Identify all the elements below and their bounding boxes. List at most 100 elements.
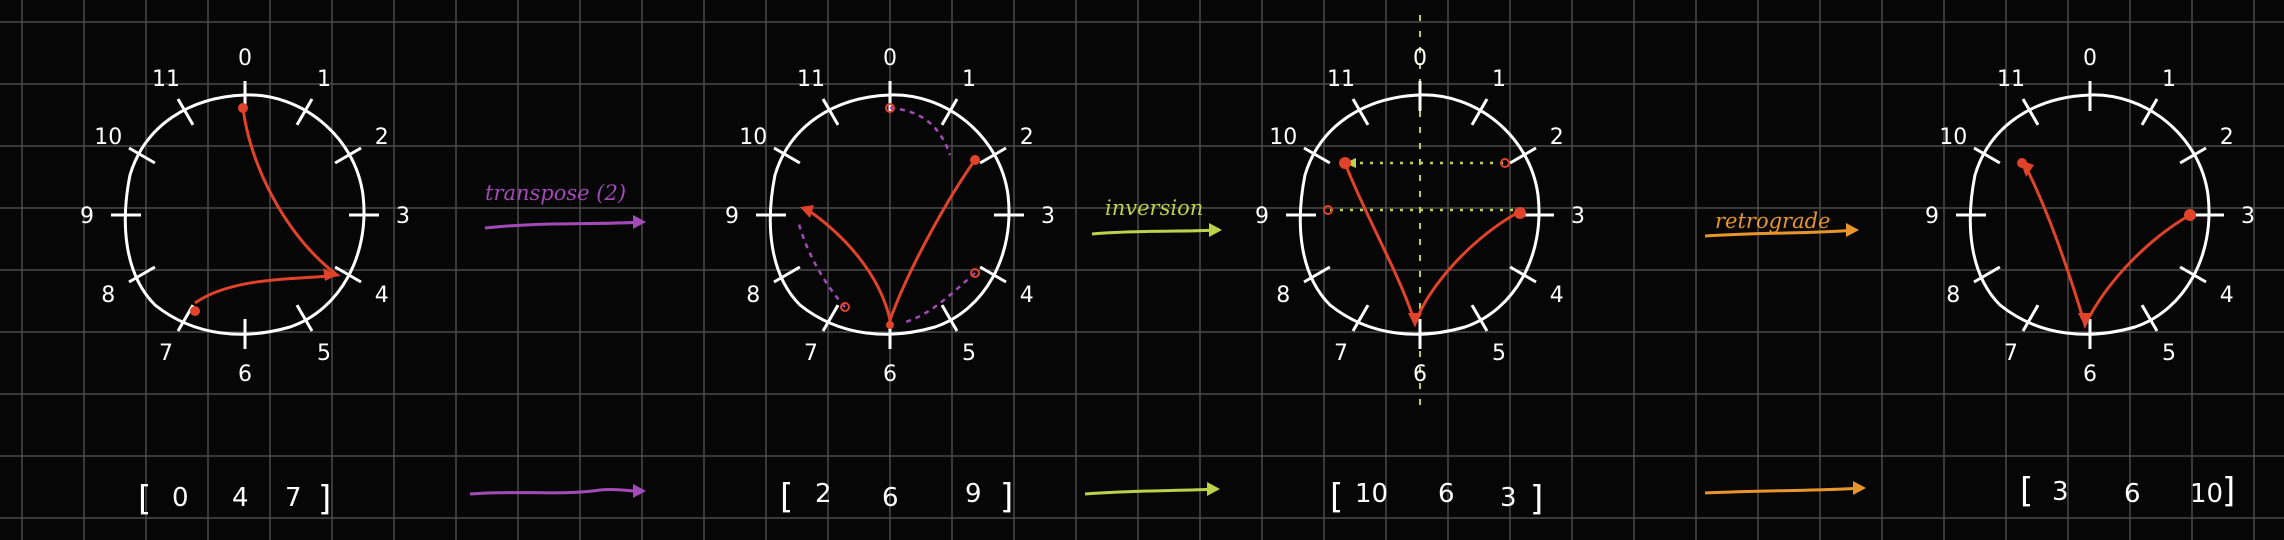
vector-value: 2 xyxy=(815,479,832,509)
pitch-dot-hollow xyxy=(840,302,850,312)
clock-label: 0 xyxy=(238,46,252,71)
clock-circle xyxy=(1298,93,1541,336)
vector-value: 9 xyxy=(965,479,982,509)
clock-label: 4 xyxy=(1020,283,1034,308)
clock-label: 7 xyxy=(804,341,818,366)
pitch-dot xyxy=(970,155,980,165)
clock-tick xyxy=(1303,265,1331,284)
clock-tick xyxy=(821,98,840,126)
clock-tick xyxy=(1509,265,1537,284)
pitch-path xyxy=(194,107,341,305)
clock-tick xyxy=(1973,265,2001,284)
clock-label: 3 xyxy=(2241,204,2255,229)
clock-label: 5 xyxy=(317,341,331,366)
pitch-dot xyxy=(2184,209,2196,221)
clock-tick xyxy=(176,98,195,126)
vector-value: 7 xyxy=(285,483,302,513)
clock-label: 9 xyxy=(1925,204,1939,229)
pitch-dot xyxy=(1514,207,1526,219)
op-label-transpose: transpose (2) xyxy=(485,181,626,205)
clock-tick xyxy=(295,98,314,126)
clock-tick xyxy=(128,265,156,284)
op-inversion-top: inversion xyxy=(1091,196,1222,237)
arrow-head xyxy=(633,215,646,229)
arrow-head xyxy=(633,484,646,498)
op-arrow-retrograde xyxy=(1704,486,1863,495)
bracket-right: ] xyxy=(1000,477,1013,517)
clock-label: 3 xyxy=(396,204,410,229)
clock-tick xyxy=(295,304,314,332)
arrow-head xyxy=(323,268,337,281)
vector-inverted: [ 10 6 3 ] xyxy=(1330,477,1543,519)
transpose-arc xyxy=(904,272,976,324)
vector-retrograde: [ 3 6 10 ] xyxy=(2020,471,2235,511)
op-arrow-inversion xyxy=(1091,228,1219,236)
clock-tick xyxy=(773,265,801,284)
clock-ticks xyxy=(111,81,379,349)
vector-value: 3 xyxy=(2052,477,2069,507)
clock-tick xyxy=(334,146,362,165)
clock-label: 9 xyxy=(1255,204,1269,229)
clock-circle xyxy=(123,93,366,336)
clock-label: 7 xyxy=(2004,341,2018,366)
clock-tick xyxy=(979,265,1007,284)
bracket-left: [ xyxy=(780,477,793,517)
clock-label: 0 xyxy=(1413,46,1427,71)
bracket-left: [ xyxy=(1330,477,1343,517)
vector-transposed: [ 2 6 9 ] xyxy=(780,477,1013,517)
op-arrow-transpose xyxy=(469,487,643,496)
clock-label: 5 xyxy=(2162,341,2176,366)
pitch-dot-hollow xyxy=(1323,205,1333,215)
clock-label: 10 xyxy=(739,125,767,150)
pitch-dot xyxy=(2017,158,2027,168)
bracket-right: ] xyxy=(2222,471,2235,511)
clock-tick xyxy=(940,304,959,332)
clock-label: 11 xyxy=(1327,67,1355,92)
arrow-head xyxy=(1846,223,1859,237)
clock-label: 8 xyxy=(1946,283,1960,308)
pitch-dot xyxy=(190,306,200,316)
clock-label: 11 xyxy=(152,67,180,92)
vector-value: 10 xyxy=(2190,479,2223,509)
clock-label: 2 xyxy=(1020,125,1034,150)
bracket-left: [ xyxy=(138,479,151,519)
clock-tick xyxy=(2021,304,2040,332)
clock-label: 2 xyxy=(1550,125,1564,150)
arrow-head xyxy=(1207,482,1220,496)
pitch-path xyxy=(2023,164,2191,330)
clock-tick xyxy=(1509,146,1537,165)
clock-tick xyxy=(821,304,840,332)
clock-tick xyxy=(773,146,801,165)
clock-tick xyxy=(940,98,959,126)
vector-value: 10 xyxy=(1355,479,1388,509)
clock-tick xyxy=(2140,304,2159,332)
clock-tick xyxy=(128,146,156,165)
clock-label: 2 xyxy=(2220,125,2234,150)
clock-label: 5 xyxy=(1492,341,1506,366)
transpose-arc xyxy=(889,106,952,156)
clock-label: 1 xyxy=(317,67,331,92)
clock-tick xyxy=(334,265,362,284)
clock-label: 8 xyxy=(1276,283,1290,308)
clock-tick xyxy=(1351,98,1370,126)
arrow-head xyxy=(800,205,814,218)
clock-label: 2 xyxy=(375,125,389,150)
arrow-head xyxy=(1408,313,1422,327)
clock-label: 6 xyxy=(883,362,897,387)
clock-label: 6 xyxy=(2083,362,2097,387)
clock-tick xyxy=(2179,146,2207,165)
clock-label: 10 xyxy=(1939,125,1967,150)
bracket-right: ] xyxy=(318,479,331,519)
clock-label: 7 xyxy=(159,341,173,366)
clock-label: 3 xyxy=(1041,204,1055,229)
pitch-dot xyxy=(1339,157,1351,169)
clock-label: 5 xyxy=(962,341,976,366)
clock-label: 9 xyxy=(725,204,739,229)
clock-label: 9 xyxy=(80,204,94,229)
